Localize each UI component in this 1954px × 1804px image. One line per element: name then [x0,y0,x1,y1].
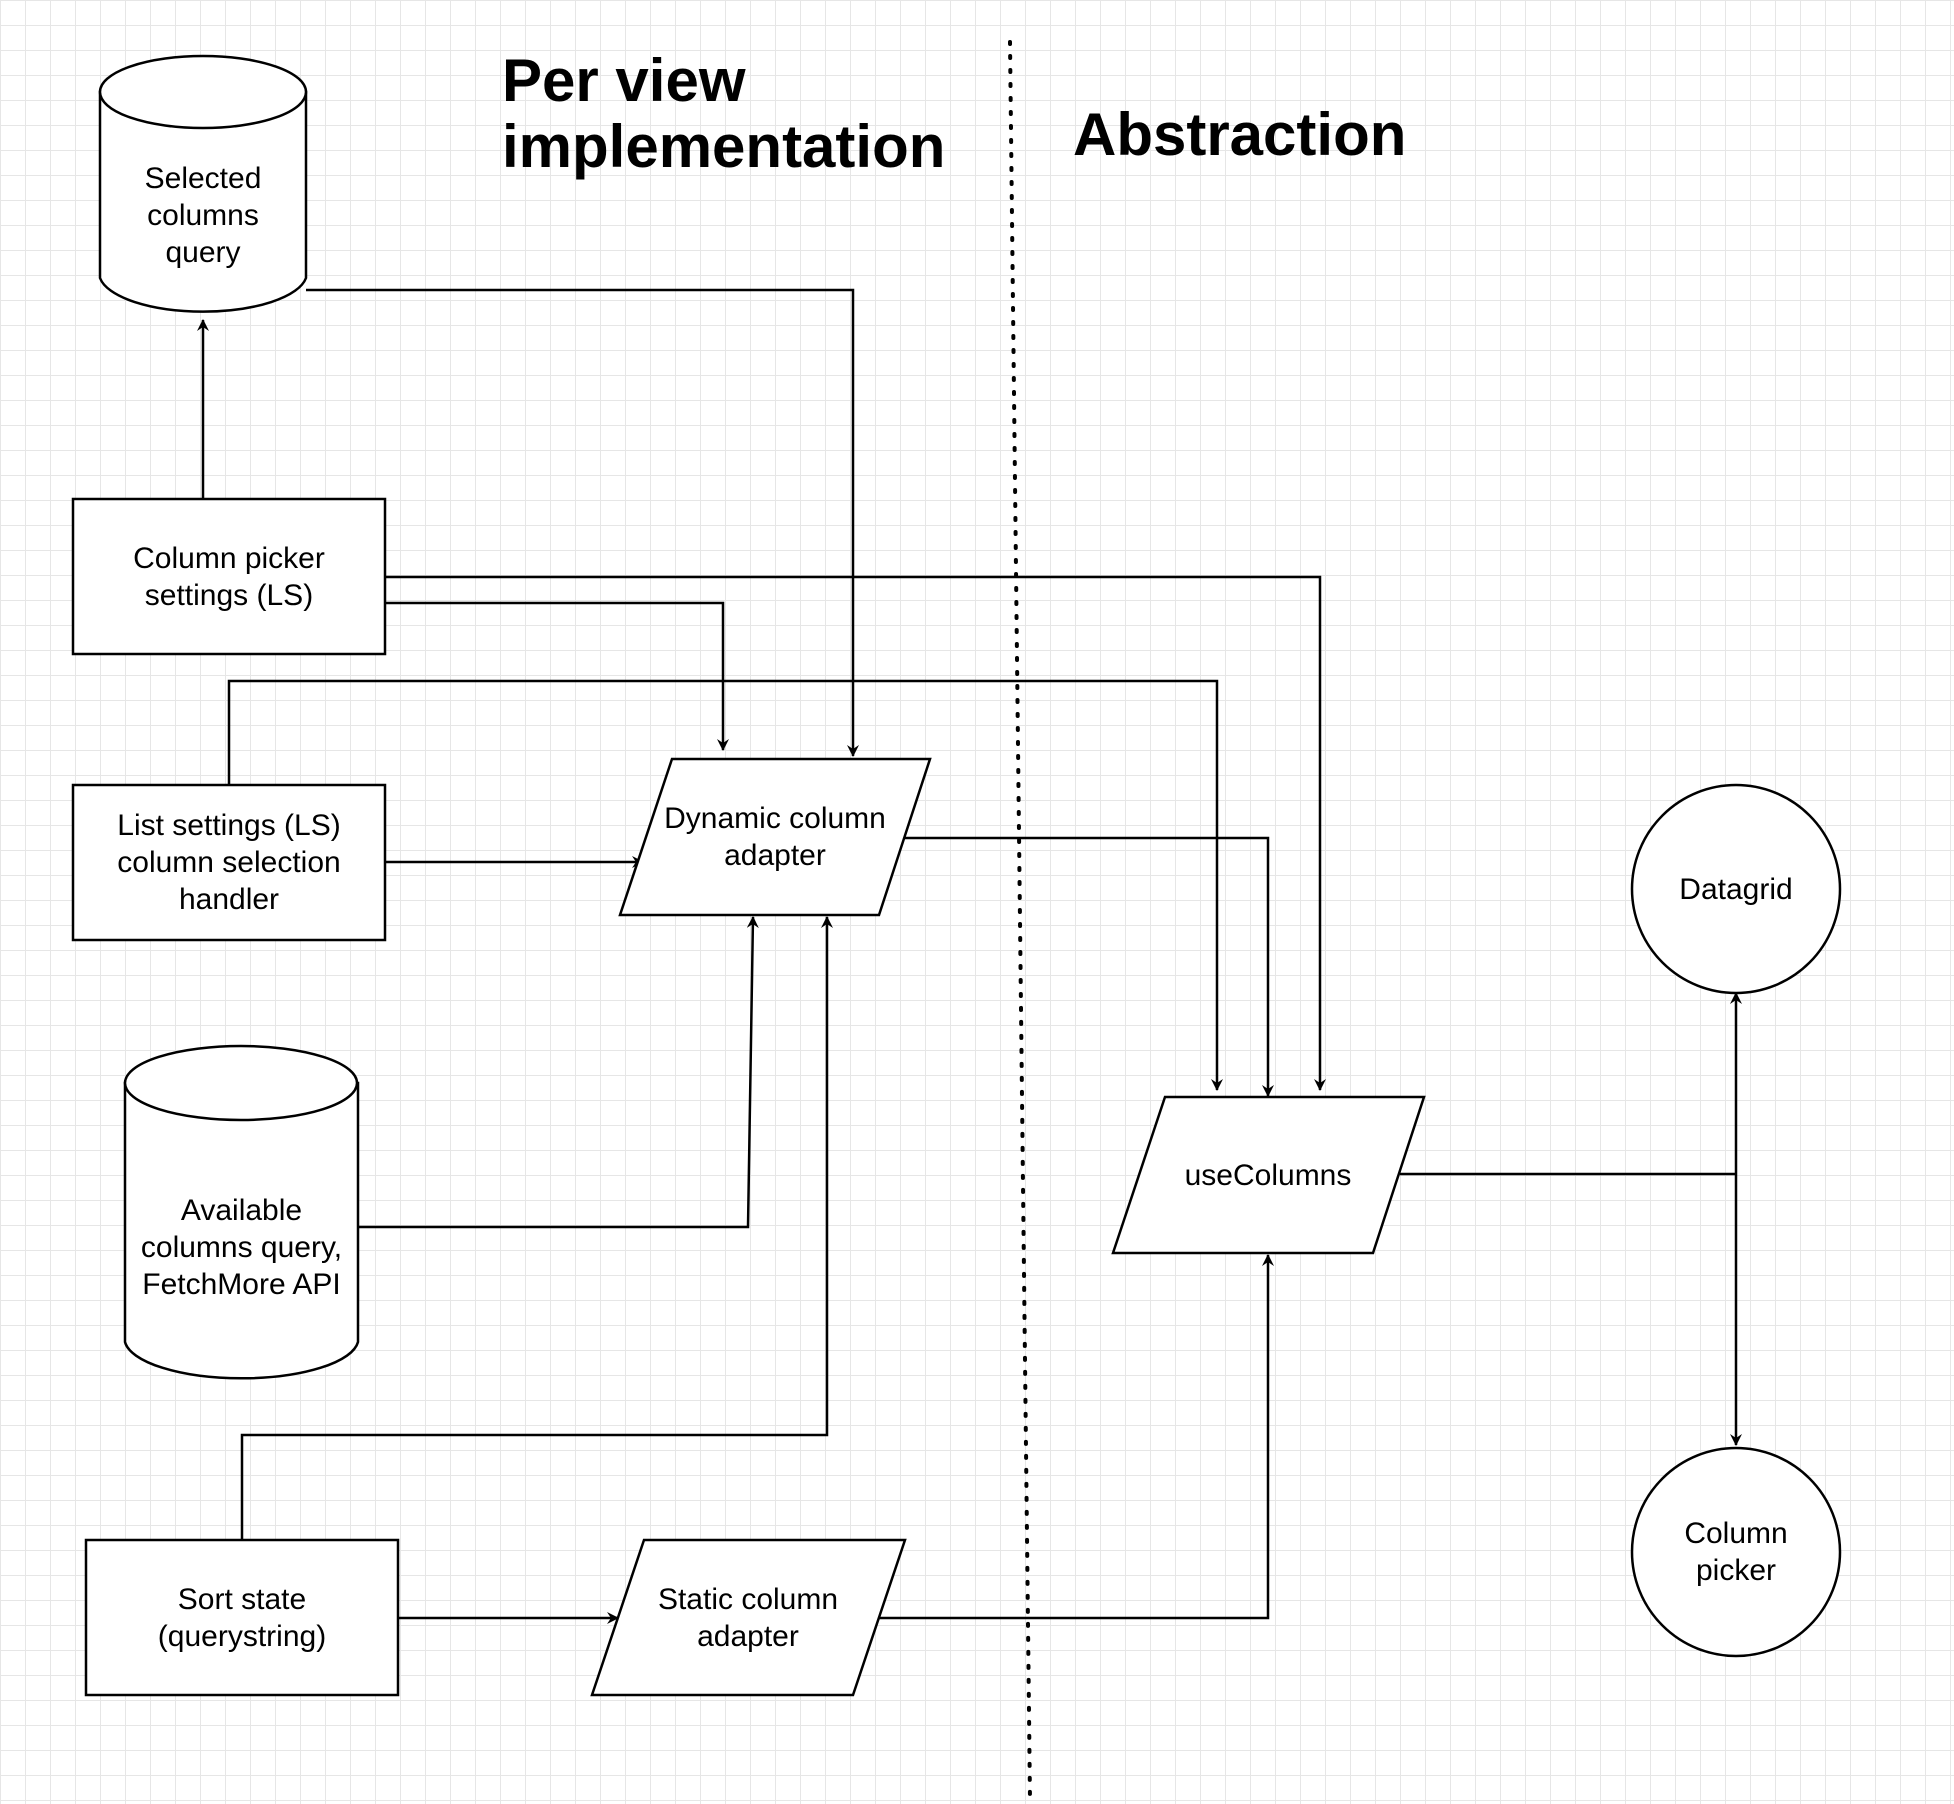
edge-dynamic-adapter-to-usecolumns [905,836,1274,1097]
column-picker-label: Column picker [1684,1517,1788,1587]
heading-abstraction: Abstraction [1073,101,1407,168]
available-columns-query-cylinder [123,1044,360,1380]
edge-selected-query-to-dynamic-adapter [306,288,859,757]
edge-list-settings-to-usecolumns [227,679,1223,1091]
column-picker-settings-box [71,497,387,656]
sort-state-label: Sort state (querystring) [157,1582,327,1653]
available-columns-query-label: Available columns query, FetchMore API [140,1194,343,1301]
heading-per-view-implementation: Per view implementation [502,47,946,180]
edge-available-query-to-dynamic-adapter [358,916,759,1229]
static-column-adapter-label: Static column adapter [657,1583,839,1653]
datagrid-circle [1630,783,1842,995]
edge-static-adapter-to-usecolumns [878,1254,1274,1620]
selected-columns-query-cylinder [98,54,308,313]
use-columns-shape [1111,1095,1426,1255]
edge-sort-state-to-dynamic-adapter [240,916,833,1540]
datagrid-label: Datagrid [1679,872,1793,906]
sort-state-box [84,1538,400,1697]
edge-picker-to-dynamic-adapter [385,601,729,751]
use-columns-label: useColumns [1184,1158,1352,1192]
dynamic-column-adapter-label: Dynamic column adapter [664,802,886,872]
list-settings-handler-label: List settings (LS) column selection hand… [117,809,341,916]
column-picker-circle [1630,1446,1842,1658]
divider-line [1008,40,1032,1802]
selected-columns-query-label: Selected columns query [144,161,262,269]
edge-picker-to-usecolumns [385,575,1326,1091]
column-picker-settings-label: Column picker settings (LS) [133,541,325,612]
static-column-adapter-shape [590,1538,907,1697]
dynamic-column-adapter-shape [618,757,932,917]
list-settings-handler-box [71,783,387,942]
